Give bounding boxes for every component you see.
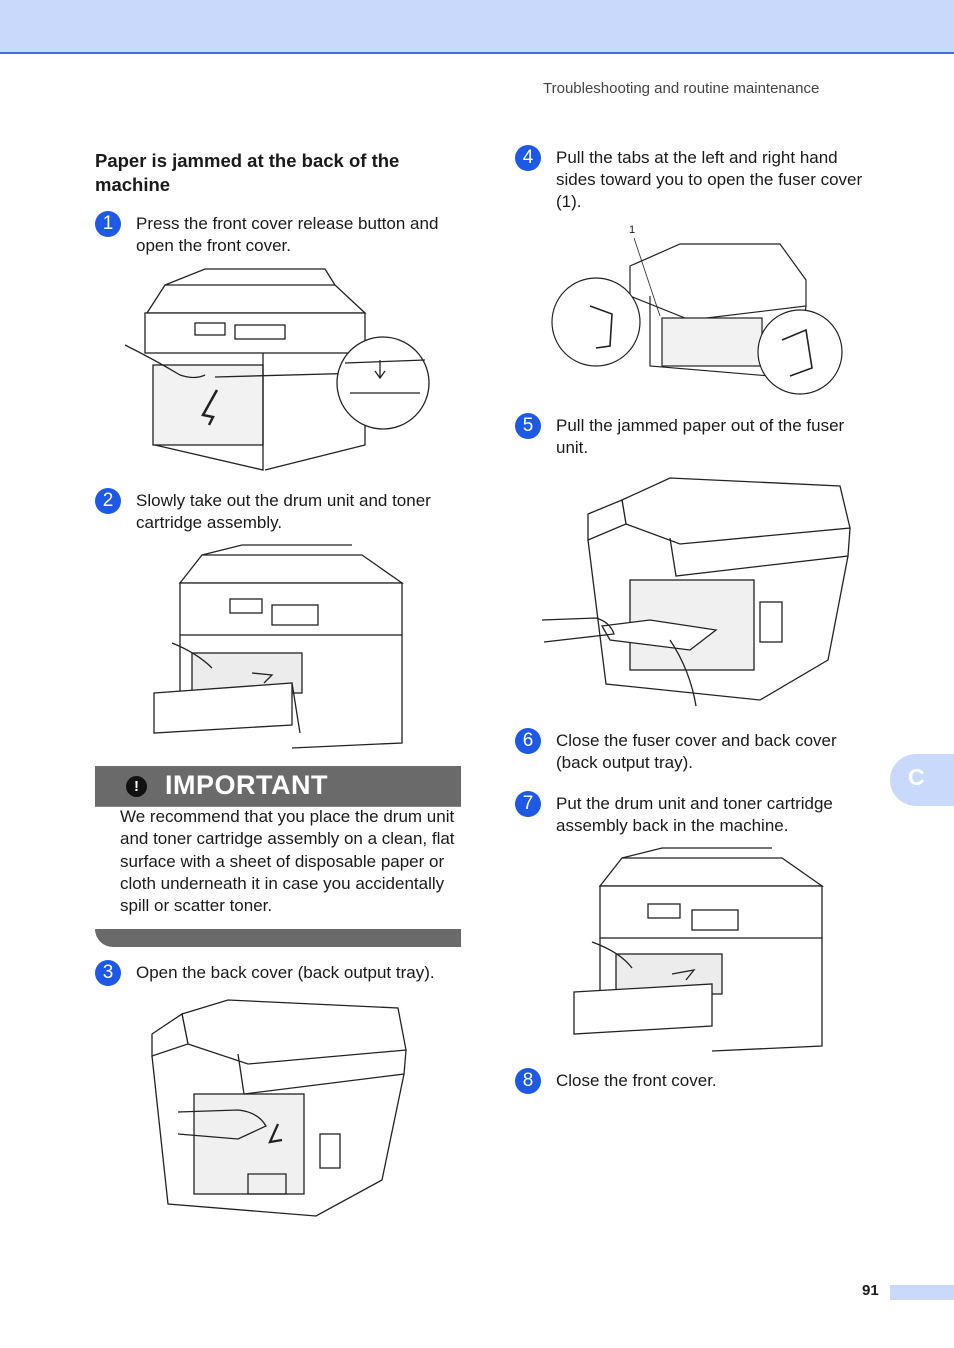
step-text: Slowly take out the drum unit and toner … bbox=[136, 491, 431, 532]
callout-label: 1 bbox=[629, 224, 636, 236]
important-notice-footer bbox=[95, 929, 461, 947]
step-1: 1 Press the front cover release button a… bbox=[95, 211, 475, 261]
step-number-badge: 6 bbox=[515, 728, 541, 754]
chapter-tab-label: C bbox=[908, 764, 925, 790]
step-2: 2 Slowly take out the drum unit and tone… bbox=[95, 488, 475, 538]
back-cover-open-illustration bbox=[148, 994, 410, 1220]
step-7: 7 Put the drum unit and toner cartridge … bbox=[515, 791, 875, 841]
corner-decoration bbox=[95, 766, 115, 806]
step-text: Open the back cover (back output tray). bbox=[136, 963, 435, 982]
step-text: Put the drum unit and toner cartridge as… bbox=[556, 794, 833, 835]
fuser-paper-removal-illustration bbox=[540, 470, 856, 712]
step-text: Pull the jammed paper out of the fuser u… bbox=[556, 416, 845, 457]
printer-front-cover-illustration bbox=[125, 265, 430, 475]
important-notice-header: ! IMPORTANT bbox=[95, 766, 461, 806]
header-band bbox=[0, 0, 954, 54]
step-text: Close the fuser cover and back cover (ba… bbox=[556, 731, 837, 772]
step-5: 5 Pull the jammed paper out of the fuser… bbox=[515, 413, 875, 463]
running-header: Troubleshooting and routine maintenance bbox=[543, 80, 820, 97]
step-number-badge: 4 bbox=[515, 145, 541, 171]
warning-icon: ! bbox=[126, 776, 147, 797]
step-text: Press the front cover release button and… bbox=[136, 214, 439, 255]
chapter-tab[interactable]: C bbox=[890, 754, 954, 806]
important-label: IMPORTANT bbox=[165, 770, 328, 800]
drum-unit-insert-illustration bbox=[572, 846, 824, 1054]
important-notice-text: We recommend that you place the drum uni… bbox=[120, 807, 455, 916]
step-number-badge: 2 bbox=[95, 488, 121, 514]
footer-band bbox=[890, 1285, 954, 1300]
step-number-badge: 3 bbox=[95, 960, 121, 986]
step-number-badge: 5 bbox=[515, 413, 541, 439]
step-6: 6 Close the fuser cover and back cover (… bbox=[515, 728, 875, 778]
fuser-cover-tabs-illustration bbox=[550, 236, 846, 396]
step-text: Close the front cover. bbox=[556, 1071, 717, 1090]
step-4: 4 Pull the tabs at the left and right ha… bbox=[515, 145, 875, 215]
step-number-badge: 1 bbox=[95, 211, 121, 237]
step-number-badge: 7 bbox=[515, 791, 541, 817]
divider bbox=[95, 806, 461, 807]
step-3: 3 Open the back cover (back output tray)… bbox=[95, 960, 475, 990]
step-text: Pull the tabs at the left and right hand… bbox=[556, 148, 863, 211]
page-number: 91 bbox=[862, 1282, 879, 1299]
drum-unit-removal-illustration bbox=[152, 543, 404, 751]
section-title: Paper is jammed at the back of the machi… bbox=[95, 150, 400, 195]
step-8: 8 Close the front cover. bbox=[515, 1068, 875, 1098]
step-number-badge: 8 bbox=[515, 1068, 541, 1094]
